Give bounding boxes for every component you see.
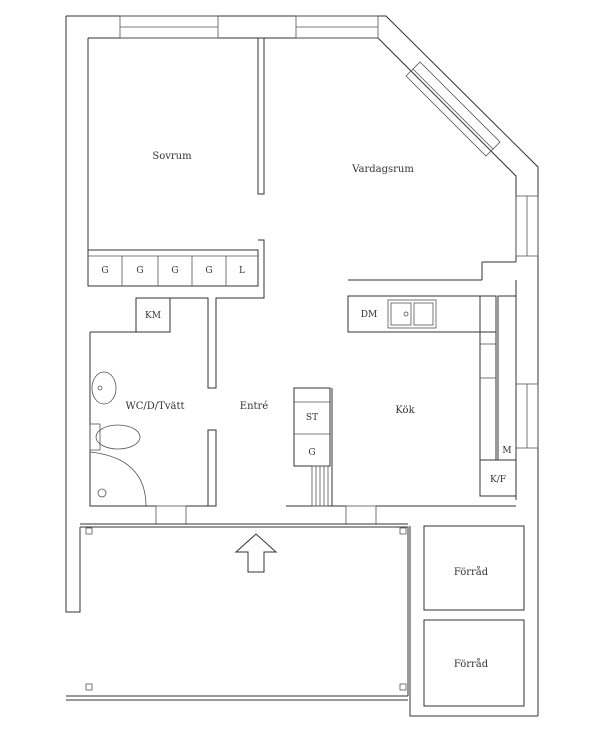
room-label-kok: Kök xyxy=(395,405,415,416)
fixture-label-g: G xyxy=(308,448,315,458)
wardrobe-label: G xyxy=(171,266,178,276)
bathroom-fixtures xyxy=(89,371,147,507)
terrace xyxy=(66,526,409,701)
kitchen-sink xyxy=(387,299,437,329)
wardrobe-label: G xyxy=(205,266,212,276)
outer-walls xyxy=(65,15,539,716)
room-label-vardagsrum: Vardagsrum xyxy=(351,164,414,175)
wardrobe-label: L xyxy=(239,266,245,276)
fixture-label-km: KM xyxy=(145,311,161,321)
room-label-entre: Entré xyxy=(240,401,269,412)
storage-rooms xyxy=(409,525,538,717)
wardrobe-label: G xyxy=(136,266,143,276)
wardrobe-label: G xyxy=(101,266,108,276)
fixture-label-kf: K/F xyxy=(490,475,506,485)
room-label-forrad-1: Förråd xyxy=(454,566,489,578)
fixture-label-st: ST xyxy=(306,413,318,423)
fixture-label-m: M xyxy=(502,446,511,456)
room-label-forrad-2: Förråd xyxy=(454,658,489,670)
fixture-label-dm: DM xyxy=(361,310,377,320)
room-label-wc: WC/D/Tvätt xyxy=(125,401,184,412)
entrance-arrow-icon xyxy=(234,533,278,573)
room-label-sovrum: Sovrum xyxy=(152,151,192,162)
interior-walls xyxy=(80,38,517,525)
